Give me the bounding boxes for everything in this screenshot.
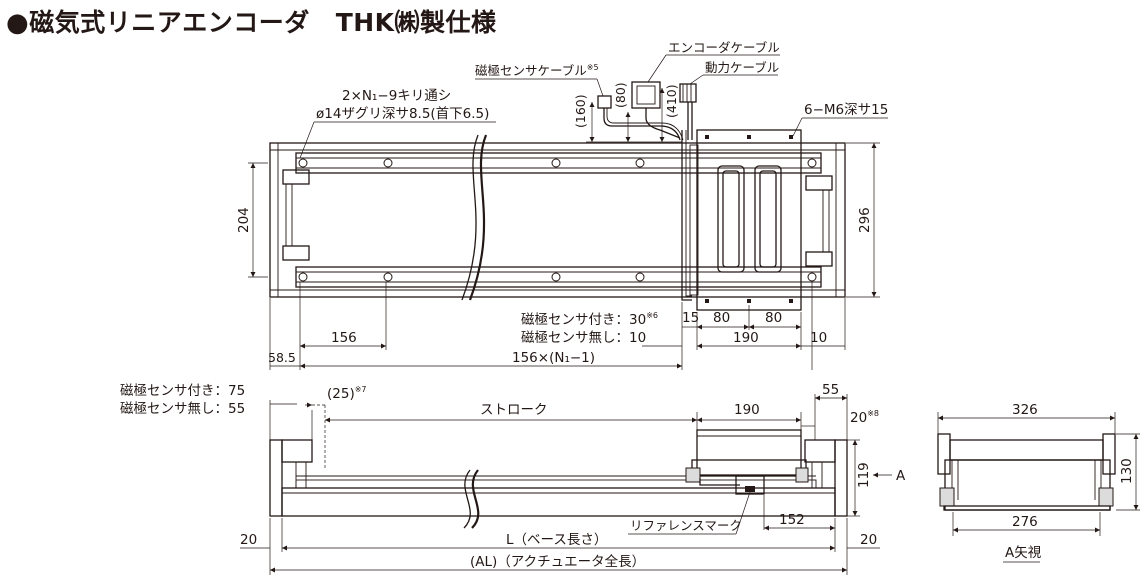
label-base-length: L（ベース長さ） [506,532,607,548]
dim-130: 130 [1119,458,1135,484]
dim-20-left: 20 [240,532,257,548]
dim-10: 10 [810,330,827,346]
dim-80-b: 80 [765,310,782,326]
top-view: エンコーダケーブル 動力ケーブル 磁極センサケーブル※5 (160) (80) … [236,40,888,370]
dim-276: 276 [1012,514,1038,530]
dim-20-right-note: 20※8 [850,409,879,426]
title-maker: THK㈱製仕様 [335,8,497,37]
label-side-sensor-without-55: 磁極センサ無し：55 [120,401,245,417]
title-product: 磁気式リニアエンコーダ [29,8,310,37]
dim-15: 15 [682,310,699,326]
label-total-length: (AL)（アクチュエータ全長） [470,553,645,570]
arrow-a-label: A [896,468,906,484]
dim-20-right: 20 [860,532,877,548]
dim-410: (410) [664,84,679,118]
dim-326: 326 [1012,402,1038,418]
dim-55: 55 [822,382,839,398]
dim-25-paren: (25)※7 [327,385,367,402]
side-view-base [281,487,836,517]
top-rail [295,152,822,174]
end-view: 326 130 276 A矢視 [937,402,1140,563]
caption-a-view: A矢視 [1005,545,1042,561]
dim-80-paren: (80) [613,82,628,108]
side-view: 磁極センサ付き：75 磁極センサ無し：55 (25)※7 ストローク 190 5… [120,382,906,575]
dim-160: (160) [573,94,588,128]
label-sensor-with-30: 磁極センサ付き：30※6 [521,311,658,328]
dim-119: 119 [856,462,872,488]
label-tap-holes: 6−M6深サ15 [804,102,888,118]
dim-58-5: 58.5 [268,350,296,365]
label-holes-line2: ø14ザグリ深サ8.5(首下6.5) [316,106,489,122]
title-bullet: ● [6,8,30,38]
label-side-sensor-with-75: 磁極センサ付き：75 [120,383,245,399]
top-view-base-outline [269,142,846,298]
label-sensor-without-10: 磁極センサ無し：10 [521,330,646,346]
label-stroke: ストローク [480,402,548,418]
label-reference-mark: リファレンスマーク [630,518,742,533]
dim-190-side: 190 [734,402,760,418]
slider-table [696,129,802,311]
dim-152: 152 [779,512,805,528]
slider-tap-holes [705,135,793,303]
page-title: ●磁気式リニアエンコーダ THK㈱製仕様 [6,3,497,39]
dim-156: 156 [331,330,357,346]
dim-296: 296 [857,207,873,233]
label-power-cable: 動力ケーブル [705,60,779,75]
bottom-rail [295,266,822,288]
dim-190-top: 190 [733,330,759,346]
dim-80-a: 80 [713,310,730,326]
label-holes-line1: 2×N₁−9キリ通シ [342,88,451,104]
dim-pitch: 156×(N₁−1) [512,350,595,366]
dim-204: 204 [236,207,252,233]
label-sensor-cable: 磁極センサケーブル※5 [475,63,599,78]
side-slider [696,429,802,476]
rail-holes [298,158,817,282]
label-encoder-cable: エンコーダケーブル [668,40,780,55]
